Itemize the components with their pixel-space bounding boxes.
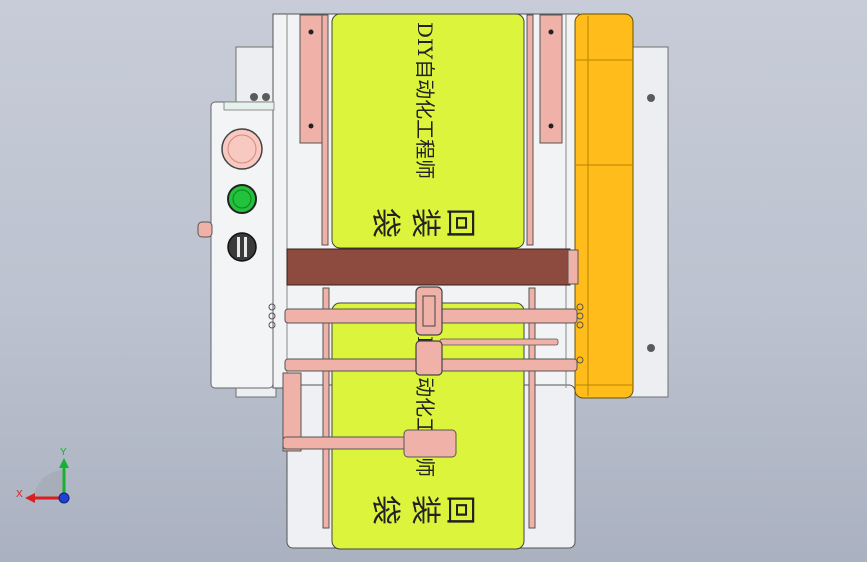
mount-hole <box>250 93 258 101</box>
guide-post-right-lower <box>528 287 536 529</box>
guide-post-left-lower <box>322 287 330 529</box>
rear-plate-right <box>627 46 669 398</box>
guide-rod-thin <box>439 338 559 346</box>
triad-x-label: X <box>16 489 23 500</box>
cross-bar <box>286 248 571 286</box>
belt-label-upper: DIY自动化工程师 <box>413 22 437 179</box>
belt-char: 装 <box>407 208 442 238</box>
belt-char: 回 <box>442 208 477 238</box>
clamp-block-lower <box>415 340 443 376</box>
mount-hole <box>647 344 655 352</box>
coordinate-triad <box>25 458 70 504</box>
belt-char: 袋 <box>367 495 402 525</box>
clamp-block <box>415 286 443 336</box>
pusher-rod <box>282 436 408 450</box>
pusher-cylinder <box>403 429 457 458</box>
side-knob <box>197 221 213 238</box>
belt-char: 袋 <box>367 208 402 238</box>
mount-hole <box>262 93 270 101</box>
belt-upper <box>331 13 525 249</box>
start-button[interactable] <box>227 184 257 214</box>
guide-rail-left-post <box>321 14 329 246</box>
selector-switch[interactable] <box>227 232 257 262</box>
belt-char: 回 <box>442 495 477 525</box>
pusher-bracket <box>282 372 302 452</box>
triad-y-label: Y <box>60 447 67 458</box>
guide-rail-right-post <box>526 14 534 246</box>
guide-rail-right-top <box>539 14 563 144</box>
motor-housing <box>574 13 634 399</box>
belt-char: 装 <box>407 495 442 525</box>
mount-hole <box>647 94 655 102</box>
